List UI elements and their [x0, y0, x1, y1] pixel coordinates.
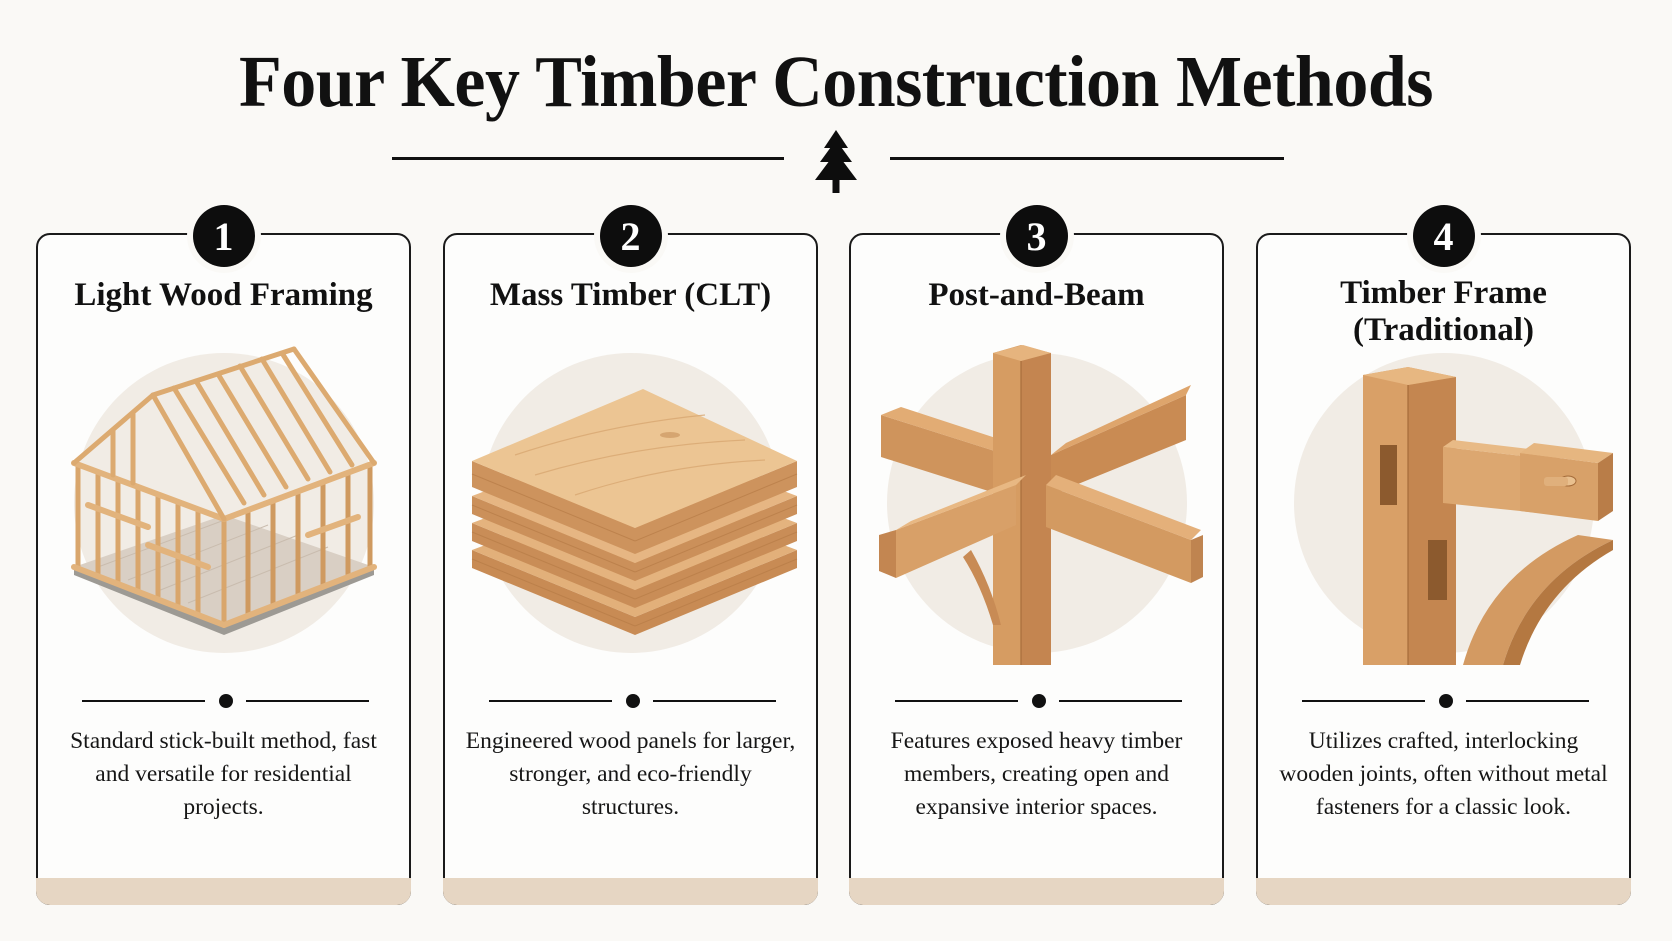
- card-title: Mass Timber (CLT): [489, 277, 772, 313]
- card-divider: [489, 694, 776, 708]
- card-title: Light Wood Framing: [74, 277, 373, 313]
- method-card-mass-timber-clt: 2 Mass Timber (CLT): [443, 205, 818, 905]
- card-description: Features exposed heavy timber members, c…: [890, 728, 1183, 820]
- pine-tree-icon: [815, 130, 857, 193]
- method-card-light-wood-framing: 1 Light Wood Framing: [36, 205, 411, 905]
- mortise-tenon-joint-illustration: [1363, 367, 1613, 665]
- method-card-post-and-beam: 3 Post-and-Beam Features exposed heavy t…: [849, 205, 1224, 905]
- card-footer-band: [1256, 878, 1631, 905]
- card-description: Engineered wood panels for larger, stron…: [465, 728, 796, 820]
- card-divider: [1302, 694, 1589, 708]
- method-card-timber-frame-traditional: 4 Timber Frame (Traditional) Utilizes cr…: [1256, 205, 1631, 905]
- card-title: Timber Frame (Traditional): [1340, 275, 1547, 348]
- card-footer-band: [849, 878, 1224, 905]
- card-description: Standard stick-built method, fast and ve…: [70, 728, 377, 820]
- step-badge: 4: [1412, 205, 1475, 267]
- house-frame-illustration: [71, 346, 377, 635]
- clt-panels-illustration: [471, 389, 798, 635]
- post-beam-joint-illustration: [879, 345, 1203, 665]
- card-divider: [82, 694, 369, 708]
- card-footer-band: [36, 878, 411, 905]
- step-badge: 3: [1005, 205, 1068, 267]
- step-badge: 2: [599, 205, 662, 267]
- title-rule-left: [392, 157, 784, 160]
- step-badge: 1: [192, 205, 255, 267]
- card-title: Post-and-Beam: [928, 277, 1145, 313]
- page-title: Four Key Timber Construction Methods: [238, 42, 1434, 123]
- card-divider: [895, 694, 1182, 708]
- card-footer-band: [443, 878, 818, 905]
- card-description: Utilizes crafted, interlocking wooden jo…: [1279, 728, 1608, 820]
- title-rule-right: [890, 157, 1284, 160]
